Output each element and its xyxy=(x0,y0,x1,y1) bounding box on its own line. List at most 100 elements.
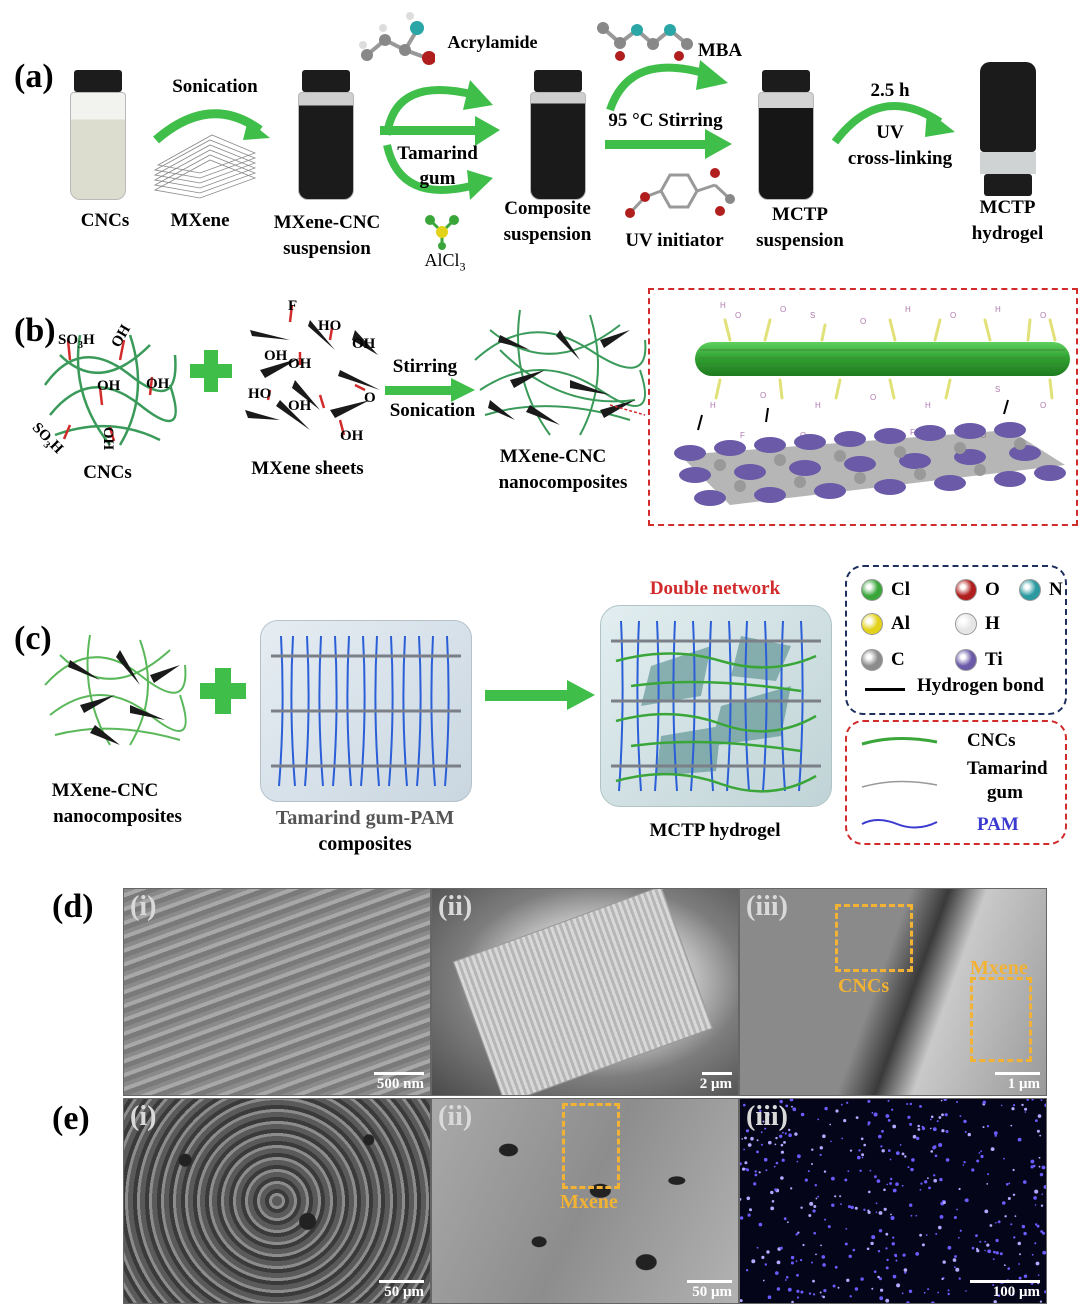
eds-dot xyxy=(1019,1253,1021,1256)
eds-dot xyxy=(888,1149,891,1152)
eds-dot xyxy=(909,1102,912,1106)
eds-dot xyxy=(995,1251,999,1255)
eds-dot xyxy=(964,1131,967,1133)
eds-dot xyxy=(754,1173,758,1177)
legend-atom-al-icon xyxy=(861,613,883,635)
legend-lines-drawing xyxy=(861,736,938,829)
label-alcl3: AlCl3 xyxy=(424,250,466,274)
eds-dot xyxy=(811,1261,813,1264)
eds-dot xyxy=(800,1112,805,1117)
eds-dot xyxy=(789,1099,794,1102)
eds-dot xyxy=(1043,1185,1046,1189)
eds-dot xyxy=(1004,1215,1007,1218)
eds-dot xyxy=(901,1152,905,1156)
eds-map-dots xyxy=(740,1099,1046,1303)
eds-dot xyxy=(938,1116,942,1119)
eds-dot xyxy=(840,1103,843,1106)
double-network-cube xyxy=(600,605,832,807)
eds-dot xyxy=(835,1109,839,1113)
eds-dot xyxy=(756,1150,759,1154)
eds-dot xyxy=(947,1292,950,1296)
eds-dot xyxy=(942,1260,946,1264)
eds-dot xyxy=(934,1154,938,1158)
eds-dot xyxy=(847,1205,851,1209)
eds-dot xyxy=(920,1182,923,1185)
eds-dot xyxy=(747,1213,751,1217)
eds-dot xyxy=(1031,1099,1034,1101)
eds-dot xyxy=(962,1164,965,1166)
eds-dot xyxy=(941,1129,945,1133)
eds-dot xyxy=(982,1126,985,1129)
eds-dot xyxy=(790,1255,795,1260)
eds-dot xyxy=(892,1236,895,1239)
eds-dot xyxy=(984,1209,989,1214)
eds-dot xyxy=(751,1259,756,1264)
label-oh-b5: OH xyxy=(340,428,364,444)
eds-dot xyxy=(1034,1242,1037,1245)
scale-e-ii: 50 μm xyxy=(687,1280,732,1301)
eds-dot xyxy=(1044,1290,1046,1294)
eds-dot xyxy=(903,1268,908,1272)
plus-icon-c xyxy=(200,668,246,714)
legend-atom-h-icon xyxy=(955,613,977,635)
label-mxene-sem-e: Mxene xyxy=(560,1191,618,1213)
label-composite-2: suspension xyxy=(503,224,592,245)
eds-dot xyxy=(753,1182,757,1186)
eds-dot xyxy=(927,1288,930,1291)
vial-cncs xyxy=(70,70,126,200)
eds-dot xyxy=(776,1260,781,1265)
eds-dot xyxy=(823,1289,827,1293)
eds-dot xyxy=(879,1296,884,1301)
eds-dot xyxy=(938,1225,942,1230)
eds-dot xyxy=(819,1153,822,1156)
eds-dot xyxy=(854,1206,858,1210)
eds-dot xyxy=(1037,1274,1040,1276)
eds-dot xyxy=(839,1195,842,1198)
sem-d-i: (i) 500 nm xyxy=(123,888,431,1096)
tamarind-pam-cube xyxy=(260,620,472,802)
label-mctp-hydrogel-1: MCTP xyxy=(979,197,1036,218)
label-time: 2.5 h xyxy=(870,80,910,101)
legend-atom-c-label: C xyxy=(891,649,905,670)
eds-dot xyxy=(963,1119,967,1124)
vial-mctp-suspension xyxy=(758,70,814,200)
eds-dot xyxy=(867,1099,871,1103)
eds-dot xyxy=(860,1137,864,1141)
eds-dot xyxy=(1039,1300,1042,1303)
eds-dot xyxy=(775,1161,779,1165)
eds-dot xyxy=(849,1149,853,1152)
scale-d-ii: 2 μm xyxy=(700,1072,732,1093)
eds-dot xyxy=(1039,1172,1044,1177)
label-mxene-sheets: MXene sheets xyxy=(251,458,364,479)
eds-dot xyxy=(891,1242,895,1246)
label-composite-1: Composite xyxy=(504,198,591,219)
label-nano-c-1: MXene-CNC xyxy=(51,780,159,801)
eds-dot xyxy=(907,1115,911,1119)
eds-dot xyxy=(779,1246,783,1250)
eds-dot xyxy=(886,1258,889,1262)
eds-dot xyxy=(965,1290,967,1292)
eds-dot xyxy=(867,1209,870,1212)
eds-dot xyxy=(758,1222,763,1227)
eds-dot xyxy=(866,1247,870,1251)
eds-dot xyxy=(811,1148,814,1151)
eds-dot xyxy=(855,1116,859,1119)
atom-o-4: O xyxy=(950,311,956,320)
eds-dot xyxy=(997,1294,1001,1297)
eds-dot xyxy=(834,1265,838,1269)
label-mxene: MXene xyxy=(170,210,230,231)
eds-dot xyxy=(889,1158,892,1161)
eds-dot xyxy=(740,1162,742,1166)
eds-dot xyxy=(775,1136,778,1140)
eds-dot xyxy=(883,1207,887,1211)
eds-dot xyxy=(764,1263,767,1266)
eds-dot xyxy=(892,1188,897,1193)
eds-dot xyxy=(800,1290,804,1294)
eds-dot xyxy=(1017,1241,1021,1246)
eds-dot xyxy=(773,1165,776,1168)
eds-dot xyxy=(779,1099,783,1104)
legend-atom-n-icon xyxy=(1019,579,1041,601)
eds-dot xyxy=(770,1206,775,1211)
eds-dot xyxy=(1038,1165,1041,1168)
eds-dot xyxy=(822,1134,826,1138)
